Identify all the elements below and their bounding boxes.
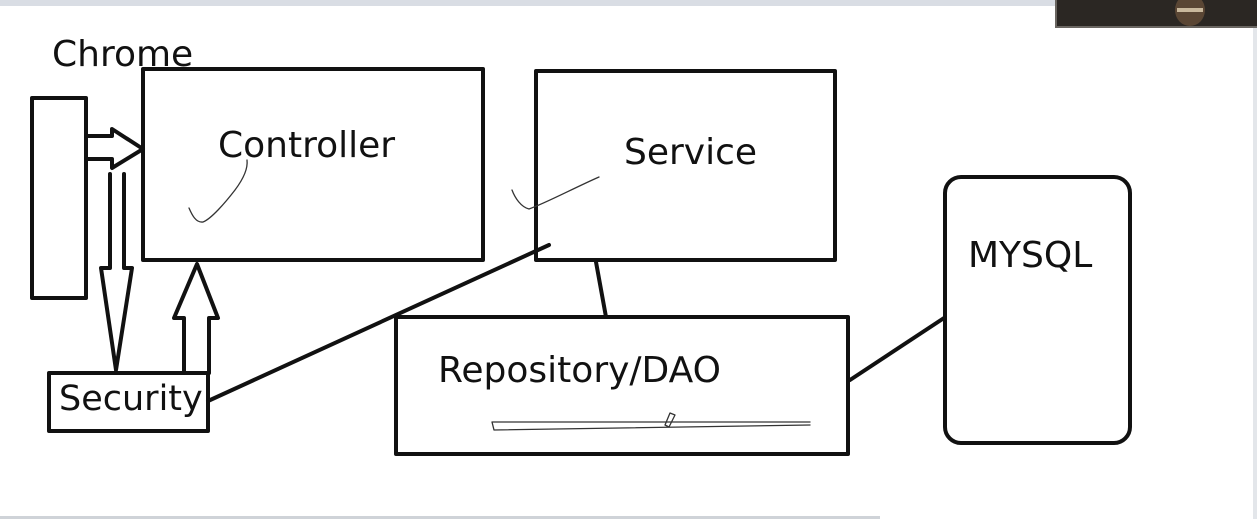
repository-mysql-connector: [848, 316, 946, 382]
presenter-head: [1175, 0, 1205, 26]
repository-label: Repository/DAO: [438, 350, 721, 391]
security-label: Security: [59, 379, 203, 419]
controller-check-mark: [188, 159, 248, 223]
service-check-mark: [511, 176, 600, 210]
mysql-label: MYSQL: [968, 235, 1093, 276]
repository-box: [394, 315, 850, 456]
security-to-controller-arrow: [172, 262, 220, 375]
mysql-box: [943, 175, 1132, 445]
scrollbar-track[interactable]: [1253, 0, 1257, 519]
controller-label: Controller: [218, 125, 396, 166]
service-box: [534, 69, 837, 262]
webcam-thumbnail[interactable]: [1055, 0, 1257, 28]
security-service-connector: [206, 243, 551, 403]
chrome-label: Chrome: [52, 34, 194, 75]
controller-box: [141, 67, 485, 262]
service-label: Service: [624, 132, 758, 173]
pen-cursor-icon: [664, 412, 676, 428]
chrome-box: [30, 96, 88, 300]
window-bottom-border: [0, 516, 880, 519]
repository-underline-stroke: [491, 421, 811, 431]
presenter-glasses: [1177, 8, 1203, 12]
window-top-border: [0, 0, 1257, 6]
chrome-to-security-arrow: [99, 172, 134, 372]
chrome-to-controller-arrow: [84, 127, 145, 170]
service-repository-connector: [594, 260, 608, 319]
